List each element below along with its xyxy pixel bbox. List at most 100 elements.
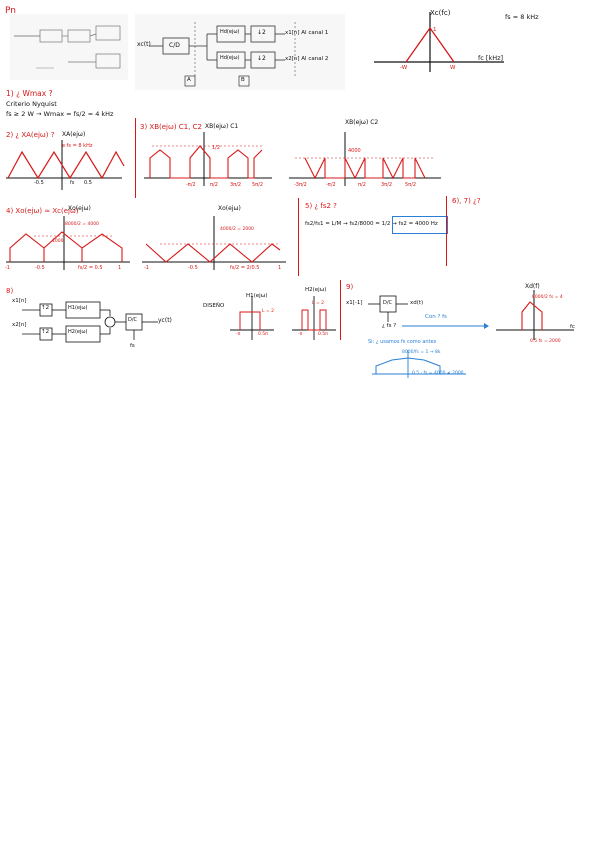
q8-gain-2: L = 2 (312, 301, 325, 306)
corner-label: Pn (5, 6, 16, 16)
q8-dc: D/C (128, 317, 138, 323)
fig-point-b: B (241, 77, 245, 83)
q4-left-tick-1: -0.5 (35, 265, 45, 271)
printed-figure-left (10, 14, 128, 80)
q9-peak-note: 8000/2 fs = 4 (532, 295, 563, 300)
q9-arrow-label: Con ? fs (425, 314, 447, 320)
q8-h2-label: H2(ejω) (305, 287, 327, 293)
q5-title: 5) ¿ fs2 ? (305, 202, 337, 210)
q4-left-level: 8000/2 = 4000 (65, 222, 99, 227)
divider-q2-q3 (135, 118, 136, 198)
q5-equation: fs2/fs1 = L/M → fs2/8000 = 1/2 → fs2 = 4… (305, 221, 438, 227)
q2-title: 2) ¿ XA(ejω) ? (6, 131, 55, 139)
fig-input-label: xc(t) (137, 41, 151, 48)
spectrum-title: Xc(fc) (430, 9, 451, 17)
q4-right-plot (142, 216, 286, 270)
q9-question: ¿ fs ? (382, 323, 397, 329)
q3-c2-curve (304, 157, 426, 180)
q8-fs: fs (130, 343, 135, 349)
fig-cd-label: C/D (169, 42, 180, 49)
q8-h2: H2(ejω) (68, 329, 88, 335)
q9-output-shape (521, 301, 543, 330)
q4-title: 4) Xo(ejω) ≈ Xc(ejω) (6, 207, 79, 215)
q3-c1-level: 1/2 (212, 145, 221, 151)
figure-center-diagram (149, 22, 296, 87)
q4-left-label: Xo(ejω) (68, 205, 91, 212)
input-spectrum-plot (374, 12, 504, 72)
q8-input-1: x1[n] (12, 298, 27, 304)
q4-right-tick-3: 1 (278, 265, 282, 271)
q3-c2-tick-1: -π/2 (326, 182, 336, 188)
sampling-freq-note: fs = 8 kHz (505, 13, 539, 21)
q3-c2-level: 4000 (348, 148, 361, 154)
q4-right-label: Xo(ejω) (218, 205, 241, 212)
q8-title: 8) (6, 287, 14, 295)
printed-figure-center: xc(t) C/D Hd(ejω) Hd(ejω) ↓2 ↓2 x1[n] Al… (135, 14, 345, 90)
q8-up-2: ↑2 (41, 329, 50, 335)
q2-spectrum-plot (6, 140, 125, 190)
q3-c1-tick-3: 5π/2 (252, 182, 264, 188)
q4-left-tick-2: fs/2 = 0.5 (78, 265, 103, 271)
q8-input-2: x2[n] (12, 322, 27, 328)
q3-c1-label: XB(ejω) C1 (205, 123, 239, 130)
q2-tick-a: -0.5 (34, 180, 44, 186)
q8-block-diagram (22, 301, 158, 343)
q2-tick-d: 0.5 (84, 180, 92, 186)
fig-filter-label-2: Hd(ejω) (220, 55, 240, 61)
input-spectrum-triangle (405, 26, 455, 63)
q2-triangle-train (7, 150, 125, 180)
q8-h1-rect (239, 311, 261, 330)
q8-h2-rect (301, 309, 327, 331)
q9-tick-note: 0.5 fs = 2000 (530, 339, 561, 344)
q8-output: yc(t) (158, 317, 172, 324)
q9-spectrum-label: Xd(f) (525, 283, 540, 290)
q2-axis-label: XA(ejω) (62, 131, 86, 138)
q3-c2-label: XB(ejω) C2 (345, 119, 379, 126)
q4-right-tick-2: fs/2 = 2/0.5 (230, 265, 260, 271)
q4-right-tick-0: -1 (144, 265, 149, 271)
q4-left-tick-0: -1 (5, 265, 10, 271)
q9-output: xd(t) (410, 300, 424, 306)
fig-point-a: A (187, 77, 191, 83)
q9-dc: D/C (383, 300, 393, 306)
q2-annotation: e·fs = 8 kHz (62, 143, 93, 149)
q8-h2-tick-2: 0.5π (318, 332, 328, 337)
q8-up-1: ↑2 (41, 305, 50, 311)
q9-block-diagram (368, 295, 408, 322)
q3-title: 3) XB(ejω) C1, C2 (140, 123, 202, 131)
q1-line2: fs ≥ 2 W → Wmax = fs/2 = 4 kHz (6, 110, 114, 118)
q3-c2-tick-4: 5π/2 (405, 182, 417, 188)
q4-left-tick-3: 1 (118, 265, 122, 271)
q3-c2-tick-3: 3π/2 (381, 182, 393, 188)
q9-title: 9) (346, 283, 354, 291)
q1-title: 1) ¿ Wmax ? (6, 89, 53, 98)
q67-title: 6), 7) ¿? (452, 197, 481, 205)
q4-left-level2: 1000 (52, 239, 64, 244)
q3-c2-tick-0: -3π/2 (294, 182, 307, 188)
q3-c1-plot (144, 132, 272, 186)
q9-input: x1[-1] (346, 300, 363, 306)
q5-answer-box (392, 216, 448, 234)
q9-blue-shape (375, 357, 441, 374)
fig-channel-2: x2[n] Al canal 2 (285, 56, 329, 62)
q4-right-curve (145, 243, 281, 263)
spectrum-peak: 1 (433, 27, 437, 33)
divider-q8-q9 (340, 280, 341, 340)
fig-channel-1: x1[n] Al canal 1 (285, 30, 329, 36)
fig-downsample-1: ↓2 (257, 29, 266, 36)
q3-c2-tick-2: π/2 (358, 182, 366, 188)
q4-right-tick-1: -0.5 (188, 265, 198, 271)
q1-line1: Criterio Nyquist (6, 100, 57, 108)
q8-design-label: DISEÑO (203, 303, 225, 309)
spectrum-tick-pos: W (450, 65, 456, 71)
spectrum-tick-neg: -W (400, 65, 408, 71)
q8-h2-tick-0: -π (298, 332, 303, 337)
q9-arrow (402, 323, 489, 329)
q9-blue-tick: 0.5 · fs = 4000 ≠ 2000 (412, 371, 464, 376)
q8-gain-1: L = 2 (262, 309, 275, 314)
q9-axis: fc (570, 324, 575, 330)
fig-filter-label-1: Hd(ejω) (220, 29, 240, 35)
q8-filter-design-plots (230, 296, 336, 340)
q3-c1-curve (149, 145, 263, 179)
